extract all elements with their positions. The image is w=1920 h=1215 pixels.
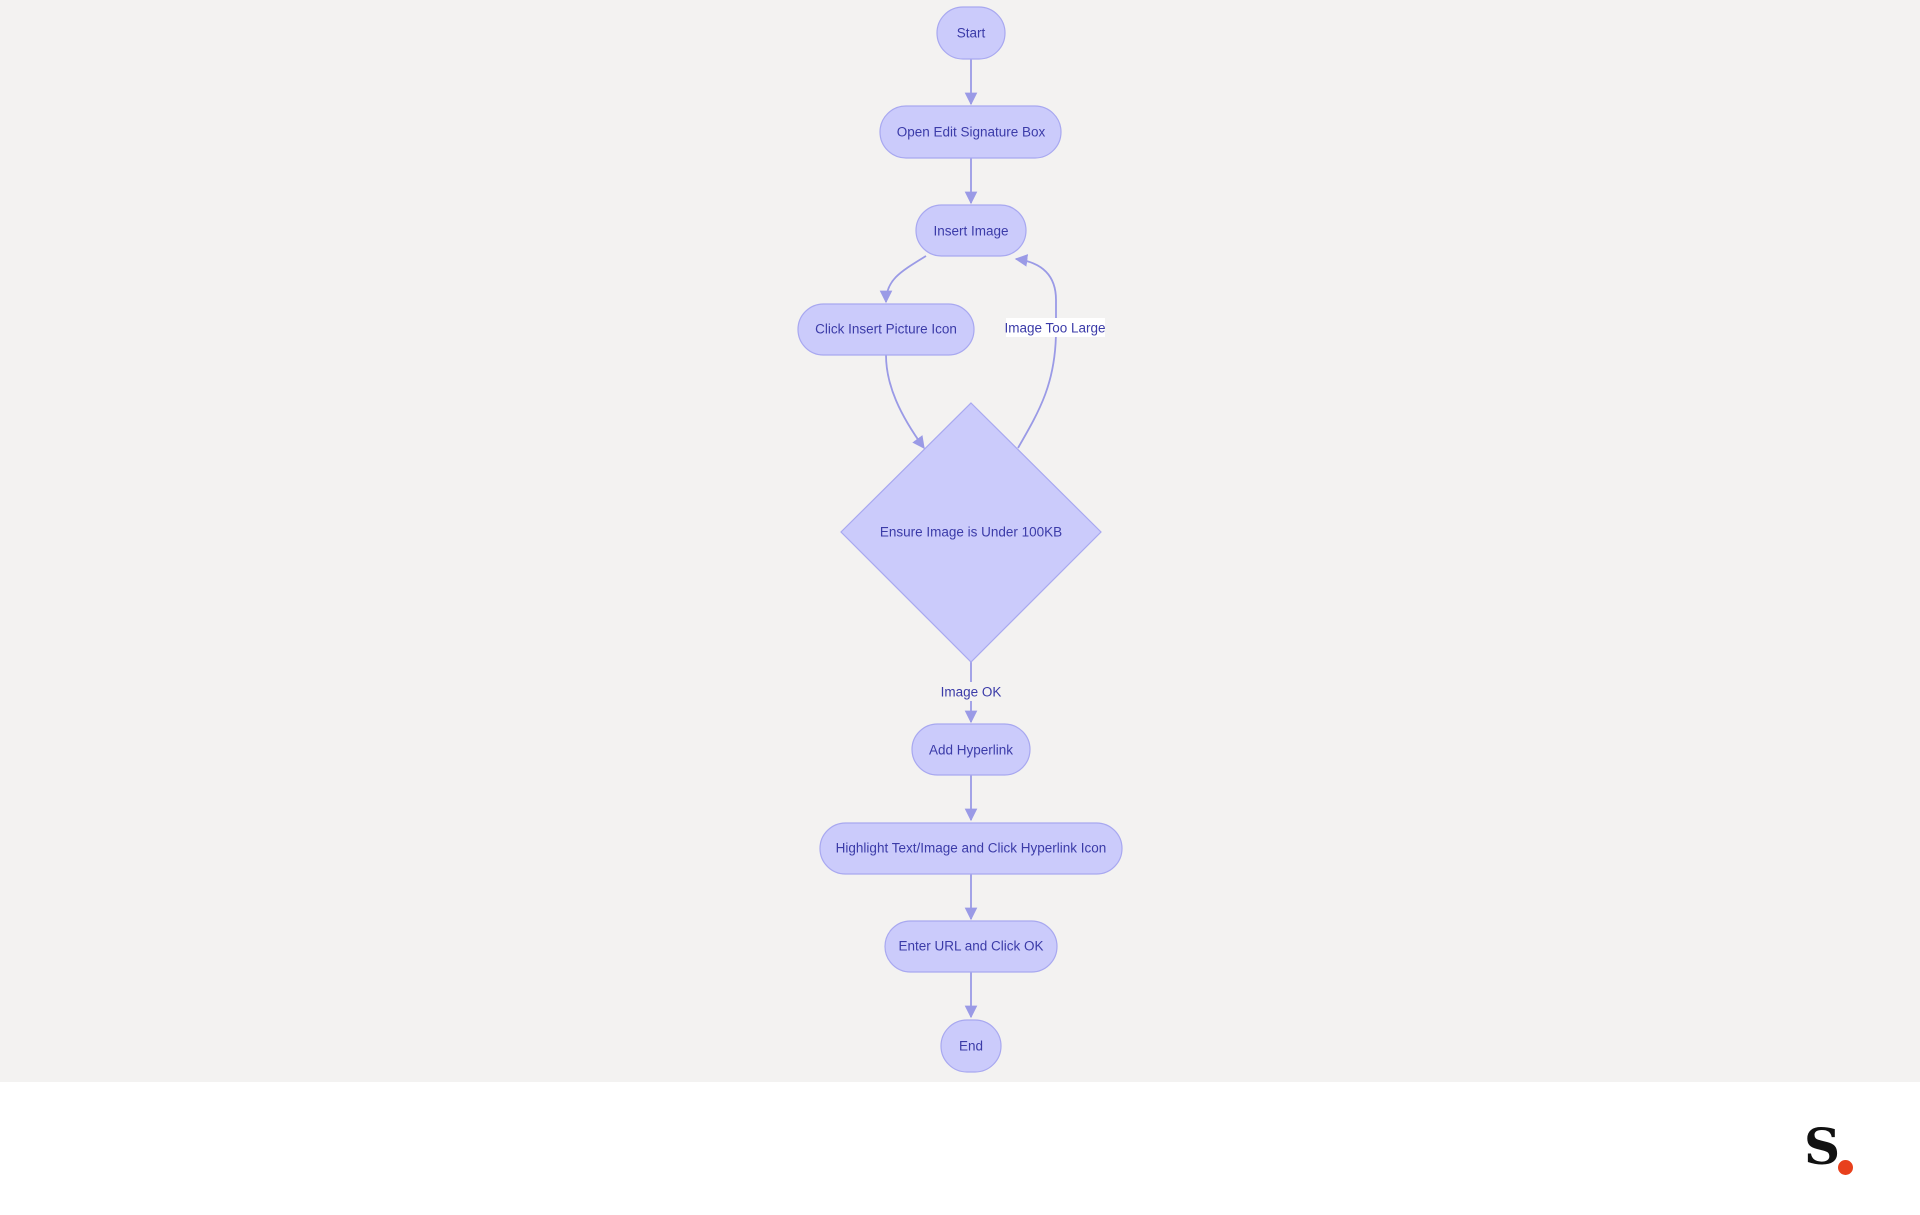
svg-text:Enter URL and Click OK: Enter URL and Click OK — [898, 939, 1043, 954]
node-highlight-and-click-hyperlink-icon: Highlight Text/Image and Click Hyperlink… — [819, 822, 1123, 875]
svg-text:Highlight Text/Image and Click: Highlight Text/Image and Click Hyperlink… — [836, 841, 1107, 856]
svg-text:Insert Image: Insert Image — [933, 224, 1008, 239]
logo-dot-icon — [1838, 1160, 1853, 1175]
svg-text:Image OK: Image OK — [941, 685, 1002, 700]
node-enter-url-and-click-ok: Enter URL and Click OK — [884, 920, 1058, 973]
edge-decision-image-too-large — [1014, 254, 1057, 449]
svg-text:End: End — [959, 1039, 983, 1054]
svg-text:Start: Start — [957, 26, 986, 41]
edge-label-image-too-large: Image Too Large — [1004, 318, 1106, 337]
node-decision-ensure-image-under-100kb: Ensure Image is Under 100KB — [840, 402, 1102, 663]
node-add-hyperlink: Add Hyperlink — [911, 723, 1031, 776]
edge-click-insert-picture-to-decision — [885, 354, 925, 450]
svg-text:Click Insert Picture Icon: Click Insert Picture Icon — [815, 322, 957, 337]
flowchart-svg: Image Too Large Image OK Start Open Edit… — [797, 6, 1123, 1073]
node-start: Start — [936, 6, 1006, 60]
svg-text:Add Hyperlink: Add Hyperlink — [929, 743, 1013, 758]
node-insert-image: Insert Image — [915, 204, 1027, 257]
flowchart-canvas: Image Too Large Image OK Start Open Edit… — [0, 0, 1920, 1082]
svg-text:Ensure Image is Under 100KB: Ensure Image is Under 100KB — [880, 525, 1062, 540]
edge-label-image-ok: Image OK — [940, 682, 1002, 701]
node-end: End — [940, 1019, 1002, 1073]
footer-bar — [0, 1082, 1920, 1215]
edge-insert-image-to-click-insert-picture — [879, 255, 927, 304]
node-click-insert-picture-icon: Click Insert Picture Icon — [797, 303, 975, 356]
svg-text:Image Too Large: Image Too Large — [1004, 321, 1105, 336]
node-open-edit-signature-box: Open Edit Signature Box — [879, 105, 1062, 159]
svg-text:Open Edit Signature Box: Open Edit Signature Box — [897, 125, 1046, 140]
brand-logo: S — [1804, 1122, 1864, 1184]
logo-letter: S — [1804, 1117, 1841, 1176]
